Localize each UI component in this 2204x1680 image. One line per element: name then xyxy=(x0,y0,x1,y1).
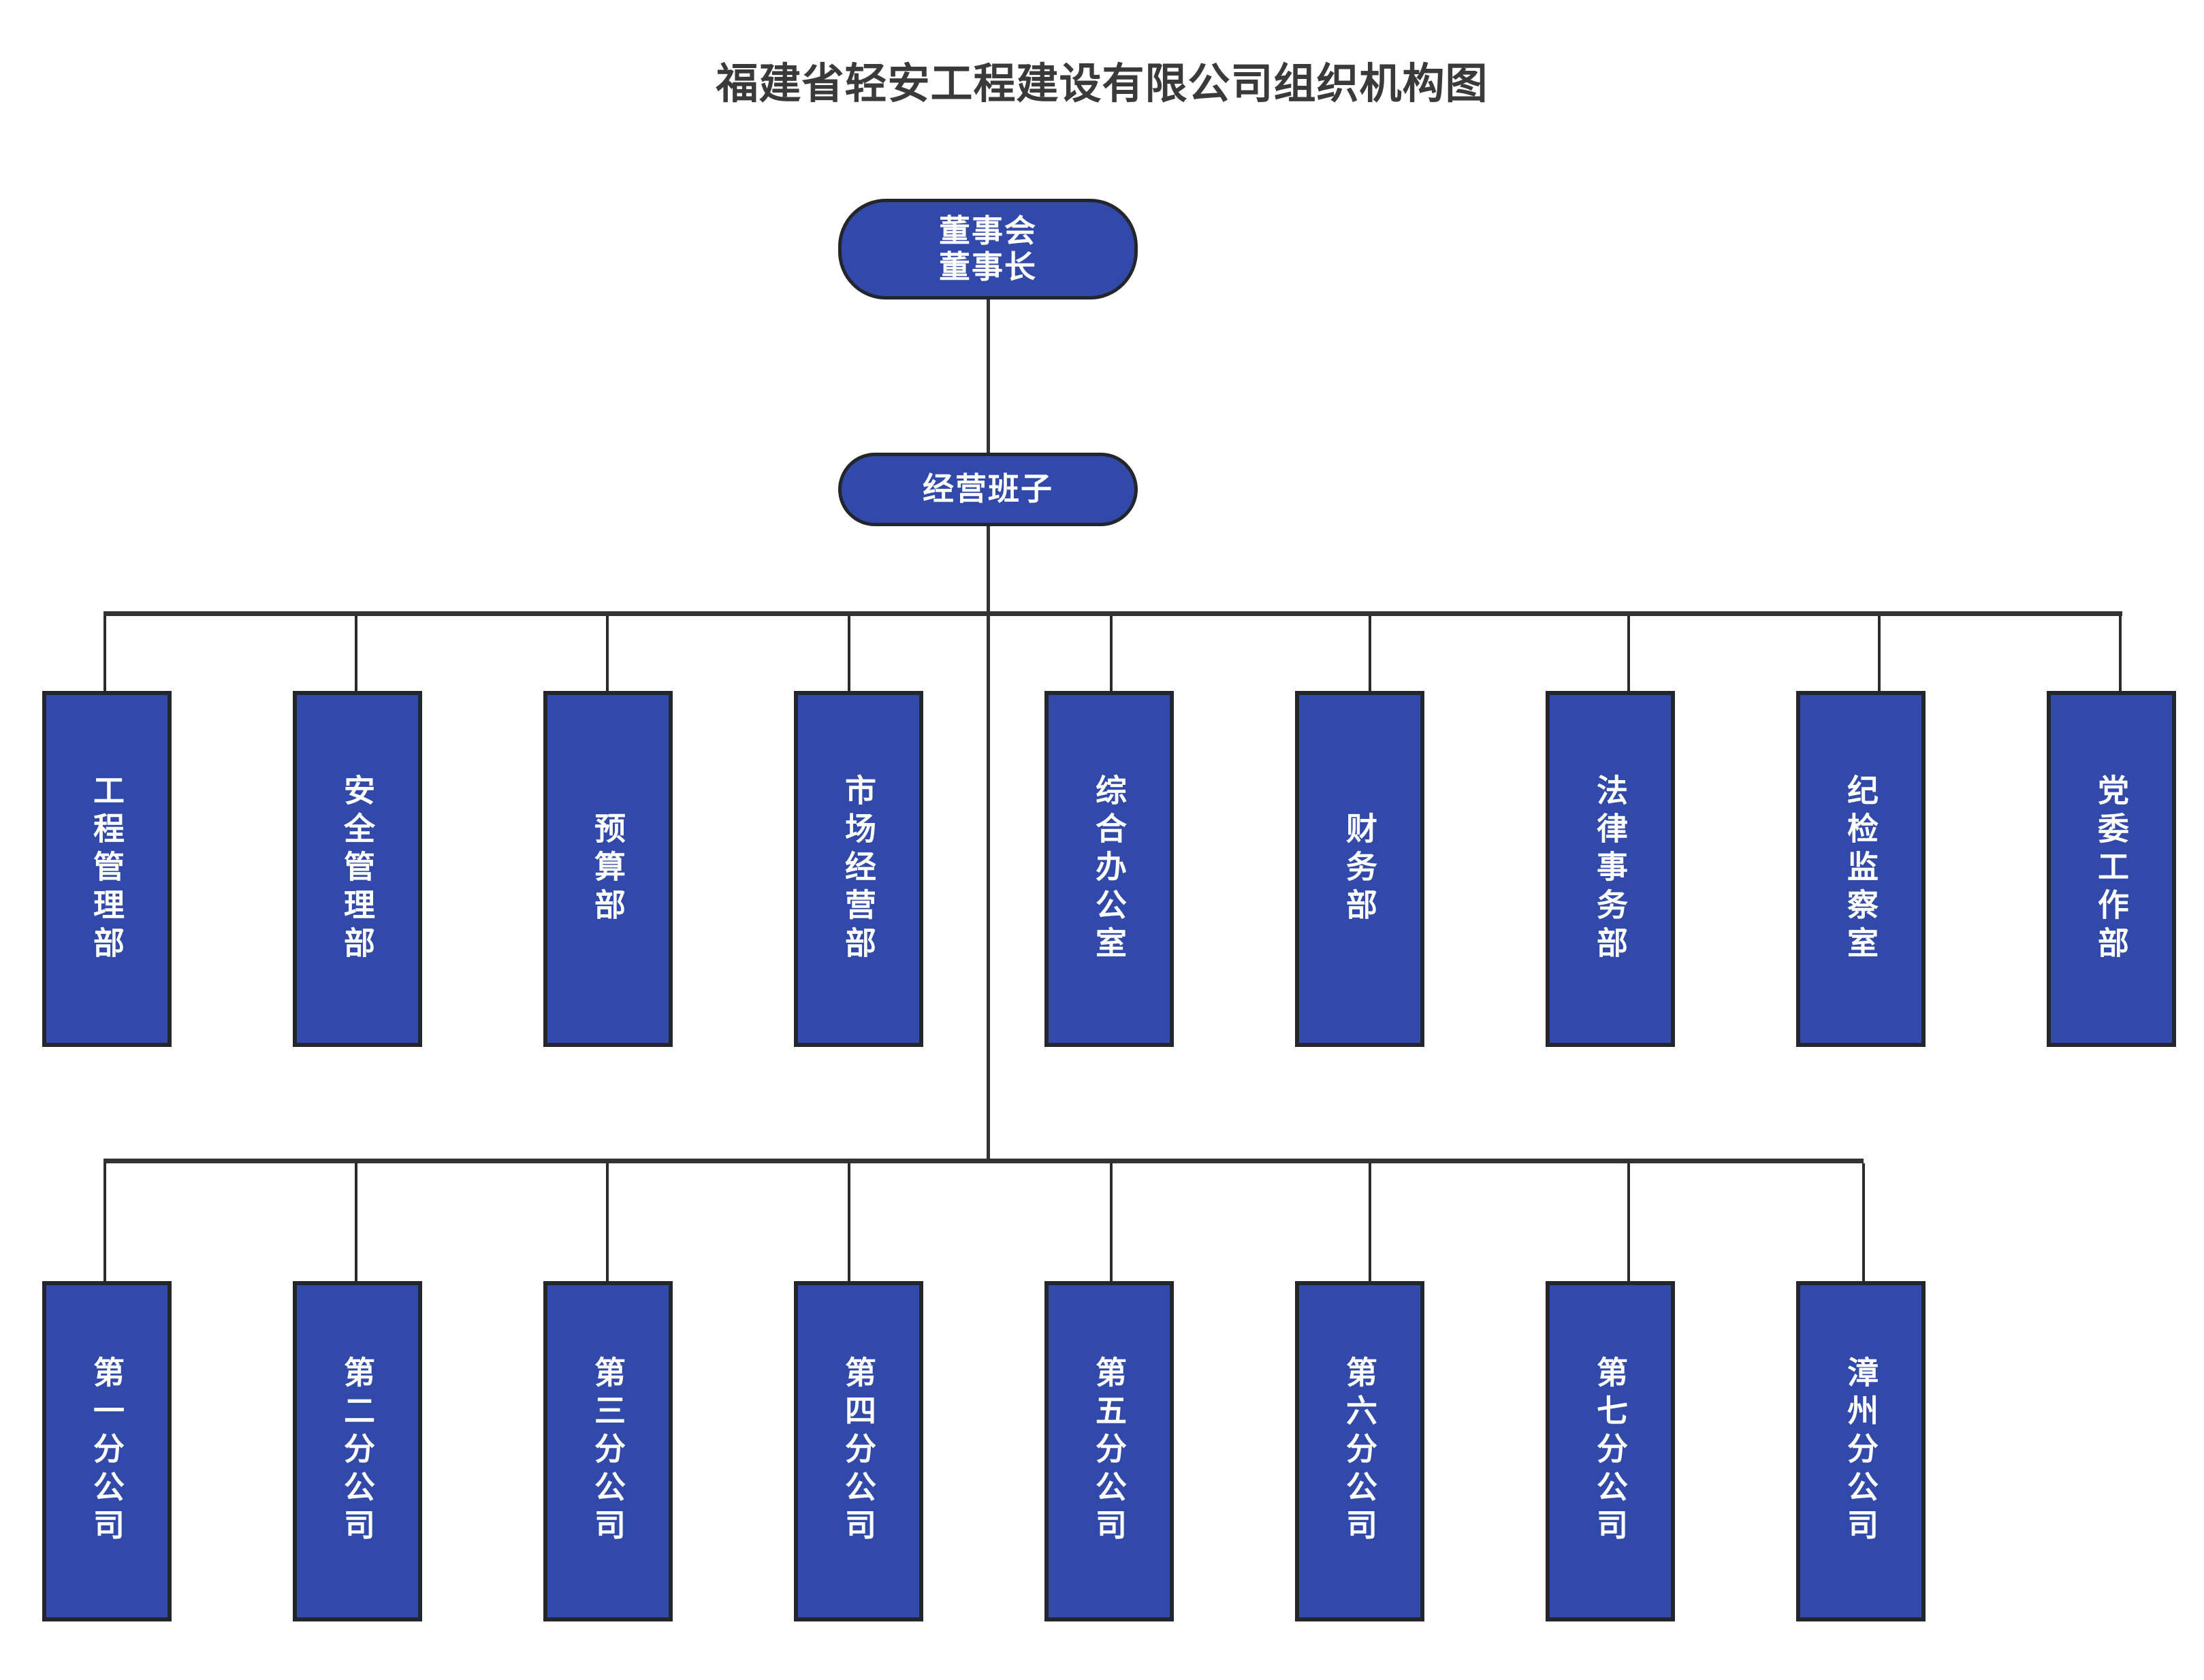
node-branch-fifth[interactable]: 第五分公司 xyxy=(1044,1281,1174,1621)
node-department-label: 法律事务部 xyxy=(1593,773,1628,965)
node-department-label: 综合办公室 xyxy=(1091,773,1127,965)
node-department-label: 工程管理部 xyxy=(89,773,125,965)
node-branch-label: 第一分公司 xyxy=(89,1356,125,1547)
connector-drop-branch-2 xyxy=(355,1163,357,1281)
node-department-safety-management[interactable]: 安全管理部 xyxy=(293,691,422,1047)
node-branch-label: 第六分公司 xyxy=(1342,1356,1377,1547)
connector-drop-dept-4 xyxy=(848,616,850,692)
connector-drop-dept-5 xyxy=(1110,616,1113,692)
node-branch-zhangzhou[interactable]: 漳州分公司 xyxy=(1796,1281,1926,1621)
connector-drop-dept-1 xyxy=(103,616,106,692)
node-department-market-operations[interactable]: 市场经营部 xyxy=(794,691,923,1047)
connector-drop-dept-8 xyxy=(1878,616,1881,692)
connector-drop-branch-5 xyxy=(1110,1163,1113,1281)
connector-drop-dept-6 xyxy=(1369,616,1371,692)
node-department-discipline-inspection[interactable]: 纪检监察室 xyxy=(1796,691,1926,1047)
node-department-label: 市场经营部 xyxy=(841,773,876,965)
node-department-budget[interactable]: 预算部 xyxy=(543,691,673,1047)
node-department-party-committee-work[interactable]: 党委工作部 xyxy=(2047,691,2176,1047)
connector-bus-departments xyxy=(103,611,2122,616)
connector-drop-dept-3 xyxy=(606,616,609,692)
connector-main-trunk xyxy=(987,526,990,1163)
node-department-engineering-management[interactable]: 工程管理部 xyxy=(42,691,172,1047)
connector-drop-branch-8 xyxy=(1862,1163,1865,1281)
connector-drop-branch-4 xyxy=(848,1163,850,1281)
node-management-team[interactable]: 经营班子 xyxy=(838,453,1138,526)
connector-bus-branches xyxy=(103,1159,1864,1163)
node-branch-label: 第五分公司 xyxy=(1091,1356,1127,1547)
node-board-chairman[interactable]: 董事会 董事长 xyxy=(838,199,1138,300)
node-department-legal-affairs[interactable]: 法律事务部 xyxy=(1546,691,1675,1047)
node-department-label: 党委工作部 xyxy=(2094,773,2129,965)
node-branch-sixth[interactable]: 第六分公司 xyxy=(1295,1281,1424,1621)
node-department-label: 财务部 xyxy=(1342,811,1377,926)
node-branch-second[interactable]: 第二分公司 xyxy=(293,1281,422,1621)
node-department-label: 预算部 xyxy=(590,811,626,926)
node-branch-fourth[interactable]: 第四分公司 xyxy=(794,1281,923,1621)
connector-drop-dept-7 xyxy=(1627,616,1630,692)
page-title: 福建省轻安工程建设有限公司组织机构图 xyxy=(716,61,1488,108)
node-management-team-label: 经营班子 xyxy=(923,471,1053,507)
connector-board-to-management xyxy=(987,300,990,453)
connector-drop-branch-3 xyxy=(606,1163,609,1281)
node-branch-label: 第三分公司 xyxy=(590,1356,626,1547)
node-department-finance[interactable]: 财务部 xyxy=(1295,691,1424,1047)
connector-drop-dept-9 xyxy=(2119,616,2122,692)
connector-drop-branch-6 xyxy=(1369,1163,1371,1281)
node-board-chairman-label: 董事会 董事长 xyxy=(939,212,1037,285)
connector-drop-branch-7 xyxy=(1627,1163,1630,1281)
connector-drop-dept-2 xyxy=(355,616,357,692)
node-branch-label: 第七分公司 xyxy=(1593,1356,1628,1547)
node-branch-label: 第二分公司 xyxy=(340,1356,375,1547)
node-branch-label: 第四分公司 xyxy=(841,1356,876,1547)
node-branch-seventh[interactable]: 第七分公司 xyxy=(1546,1281,1675,1621)
node-branch-first[interactable]: 第一分公司 xyxy=(42,1281,172,1621)
node-branch-third[interactable]: 第三分公司 xyxy=(543,1281,673,1621)
node-department-label: 纪检监察室 xyxy=(1843,773,1879,965)
node-department-general-office[interactable]: 综合办公室 xyxy=(1044,691,1174,1047)
node-department-label: 安全管理部 xyxy=(340,773,375,965)
connector-drop-branch-1 xyxy=(103,1163,106,1281)
node-branch-label: 漳州分公司 xyxy=(1843,1356,1879,1547)
